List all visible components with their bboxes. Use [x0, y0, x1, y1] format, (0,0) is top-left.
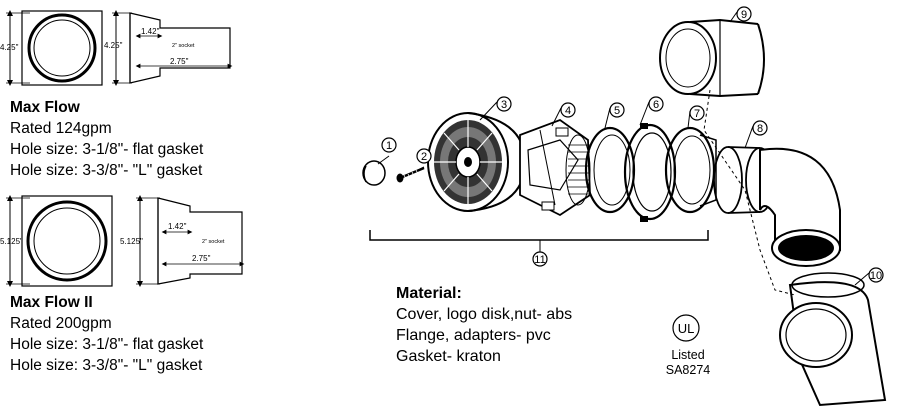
callout-3-leader: [479, 101, 498, 121]
material-line-3: Gasket- kraton: [396, 348, 501, 365]
callout-11: 11: [532, 250, 548, 267]
callout-10: 10: [854, 267, 884, 286]
part-elbow: [759, 147, 841, 267]
maxflow-hole-l: Hole size: 3-3/8"- "L" gasket: [10, 162, 203, 179]
callout-9-circle: [736, 6, 752, 22]
maxflow2-length-dim: 2.75": [192, 254, 211, 263]
maxflow2-spec: Max Flow II Rated 200gpm Hole size: 3-1/…: [10, 292, 203, 376]
callout-5-leader: [604, 107, 611, 129]
callout-4-circle: [560, 102, 576, 118]
callout-7-label: 7: [694, 108, 700, 120]
ul-number: SA8274: [665, 363, 711, 377]
callout-9-label: 9: [741, 9, 747, 21]
maxflow-face-dim: 4.25": [0, 43, 19, 52]
callout-5-circle: [609, 102, 625, 118]
part-logo-disk: [362, 160, 386, 186]
part-frame: [519, 118, 591, 217]
maxflow-hole-flat: Hole size: 3-1/8"- flat gasket: [10, 141, 204, 158]
callout-4: 4: [551, 102, 576, 127]
callout-8-label: 8: [757, 123, 763, 135]
callout-8: 8: [744, 120, 768, 149]
part-tee: [779, 272, 887, 407]
maxflow-rating: Rated 124gpm: [10, 120, 112, 137]
maxflow2-hole-l: Hole size: 3-3/8"- "L" gasket: [10, 357, 203, 374]
callout-4-leader: [551, 107, 562, 127]
maxflow-side-view: 4.25" 1.42" 2" socket 2.75": [104, 10, 233, 86]
callout-1-label: 1: [386, 140, 392, 152]
callout-3-circle: [496, 96, 512, 112]
material-title: Material:: [396, 285, 462, 302]
assembly-bracket: [369, 230, 709, 250]
callout-6-leader: [639, 101, 650, 126]
part-gasket: [584, 126, 636, 214]
callout-10-label: 10: [870, 270, 882, 282]
maxflow-socket-label: 2" socket: [172, 43, 195, 49]
callout-3: 3: [479, 96, 512, 121]
maxflow2-face-dim: 5.125": [0, 237, 23, 246]
callout-6: 6: [639, 96, 664, 126]
callout-10-circle: [868, 267, 884, 283]
callout-2: 2: [416, 148, 432, 171]
ul-logo: UL: [672, 314, 700, 342]
maxflow2-rating: Rated 200gpm: [10, 315, 112, 332]
callout-2-leader: [417, 166, 425, 171]
callout-6-circle: [648, 96, 664, 112]
material-spec: Material: Cover, logo disk,nut- abs Flan…: [396, 283, 572, 367]
material-line-1: Cover, logo disk,nut- abs: [396, 306, 573, 323]
maxflow-side-dim: 4.25": [104, 41, 123, 50]
material-line-2: Flange, adapters- pvc: [396, 327, 551, 344]
callout-6-label: 6: [653, 99, 659, 111]
callout-8-circle: [752, 120, 768, 136]
maxflow2-socket-depth: 1.42": [168, 222, 187, 231]
callout-9-leader: [729, 11, 738, 23]
ul-mark: UL: [678, 321, 695, 336]
part-coupler: [659, 18, 765, 98]
callout-5-label: 5: [614, 105, 620, 117]
maxflow-length-dim: 2.75": [170, 57, 189, 66]
maxflow-spec: Max Flow Rated 124gpm Hole size: 3-1/8"-…: [10, 97, 203, 181]
maxflow-title: Max Flow: [10, 99, 80, 116]
callout-10-leader: [854, 272, 870, 286]
maxflow2-socket-label: 2" socket: [202, 239, 225, 245]
maxflow2-title: Max Flow II: [10, 294, 93, 311]
callout-2-circle: [416, 148, 432, 164]
maxflow2-side-view: 5.125" 1.42" 2" socket 2.75": [120, 195, 245, 287]
callout-7: 7: [687, 105, 705, 129]
part-screw: [396, 166, 425, 183]
maxflow2-face-view: 5.125": [0, 195, 113, 287]
part-cover: [427, 112, 527, 212]
maxflow-face-view: 4.25": [0, 10, 103, 86]
callout-layer: 1 2 3 4 5 6 7 8 9 10 11: [377, 6, 884, 286]
callout-4-label: 4: [565, 105, 571, 117]
callout-1-leader: [377, 155, 390, 165]
callout-11-circle: [532, 251, 548, 267]
part-nut: [623, 123, 677, 222]
callout-2-label: 2: [421, 151, 427, 163]
callout-1-circle: [381, 137, 397, 153]
callout-3-label: 3: [501, 99, 507, 111]
callout-9: 9: [729, 6, 752, 23]
maxflow2-hole-flat: Hole size: 3-1/8"- flat gasket: [10, 336, 204, 353]
callout-5: 5: [604, 102, 625, 129]
callout-8-leader: [744, 125, 754, 149]
maxflow2-side-dim: 5.125": [120, 237, 143, 246]
maxflow-socket-depth: 1.42": [141, 27, 160, 36]
assembly-guide-line: [703, 89, 796, 296]
callout-11-label: 11: [534, 254, 545, 266]
callout-7-circle: [689, 105, 705, 121]
part-flange: [664, 126, 717, 214]
ul-listing: Listed SA8274: [656, 348, 720, 378]
callout-1: 1: [377, 137, 397, 165]
ul-listed: Listed: [671, 348, 705, 362]
